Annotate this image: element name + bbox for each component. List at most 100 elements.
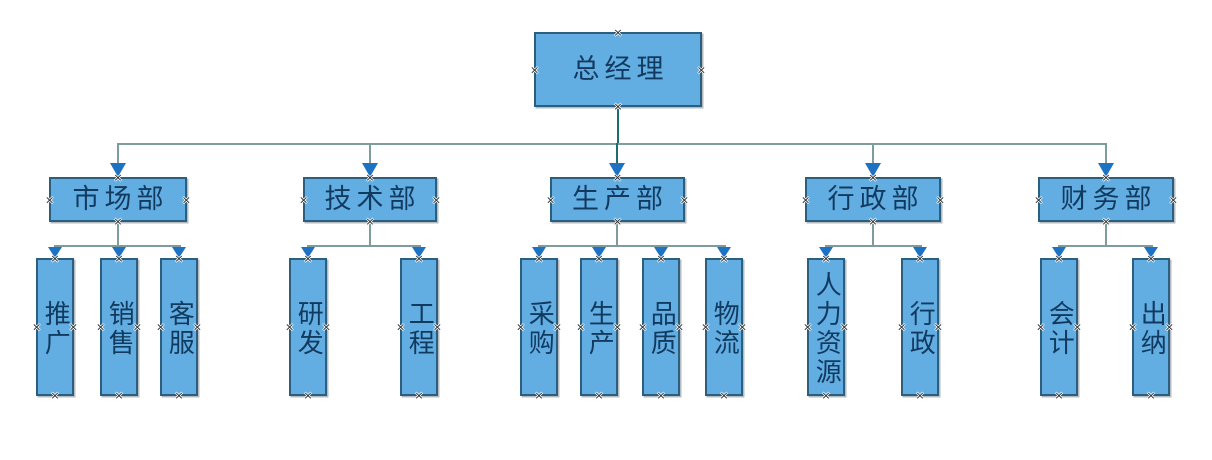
connection-point-icon[interactable]: × [674, 320, 684, 334]
connection-point-icon[interactable]: × [530, 63, 540, 76]
connection-point-icon[interactable]: × [737, 320, 747, 334]
connection-point-icon[interactable]: × [935, 193, 945, 206]
connection-point-icon[interactable]: × [868, 215, 878, 228]
connection-point-icon[interactable]: × [696, 63, 706, 76]
connection-point-icon[interactable]: × [96, 320, 106, 334]
connection-point-icon[interactable]: × [174, 389, 184, 402]
connection-point-icon[interactable]: × [32, 320, 42, 334]
arrowhead-down-icon [654, 247, 668, 258]
sub-box-sales[interactable]: 销售 ×××× [96, 253, 142, 401]
sub-box-accounting[interactable]: 会计 ×××× [1036, 253, 1082, 401]
connection-point-icon[interactable]: × [1036, 320, 1046, 334]
connection-point-icon[interactable]: × [613, 100, 623, 113]
sub-box-logistics[interactable]: 物流 ×××× [701, 253, 747, 401]
sub-box-human-resources[interactable]: 人力资源 ×××× [803, 253, 849, 401]
sub-box-label: 品质 [647, 299, 677, 358]
connection-point-icon[interactable]: × [285, 320, 295, 334]
connection-point-icon[interactable]: × [181, 193, 191, 206]
sub-box-cashier[interactable]: 出纳 ×××× [1128, 253, 1174, 401]
sub-box-production[interactable]: 生产 ×××× [576, 253, 622, 401]
sub-box-engineering[interactable]: 工程 ×××× [396, 253, 442, 401]
connection-point-icon[interactable]: × [50, 252, 60, 265]
connection-point-icon[interactable]: × [821, 252, 831, 265]
connection-point-icon[interactable]: × [1101, 171, 1111, 184]
connection-point-icon[interactable]: × [801, 193, 811, 206]
connection-point-icon[interactable]: × [638, 320, 648, 334]
connection-point-icon[interactable]: × [365, 215, 375, 228]
connection-point-icon[interactable]: × [534, 252, 544, 265]
arrowhead-down-icon [48, 247, 62, 258]
connection-point-icon[interactable]: × [839, 320, 849, 334]
sub-box-procurement[interactable]: 采购 ×××× [516, 253, 562, 401]
connection-point-icon[interactable]: × [719, 389, 729, 402]
connection-point-icon[interactable]: × [897, 320, 907, 334]
connection-point-icon[interactable]: × [114, 389, 124, 402]
connection-point-icon[interactable]: × [803, 320, 813, 334]
connection-point-icon[interactable]: × [933, 320, 943, 334]
connection-point-icon[interactable]: × [156, 320, 166, 334]
connection-point-icon[interactable]: × [719, 252, 729, 265]
connection-point-icon[interactable]: × [114, 252, 124, 265]
connection-point-icon[interactable]: × [113, 215, 123, 228]
connection-point-icon[interactable]: × [174, 252, 184, 265]
connection-point-icon[interactable]: × [612, 215, 623, 228]
connection-point-icon[interactable]: × [365, 171, 375, 184]
dept-box-label: 行政部 [827, 183, 924, 214]
connection-point-icon[interactable]: × [303, 389, 313, 402]
connection-point-icon[interactable]: × [132, 320, 142, 334]
connection-point-icon[interactable]: × [45, 193, 55, 206]
connection-point-icon[interactable]: × [1072, 320, 1082, 334]
connection-point-icon[interactable]: × [1054, 252, 1064, 265]
connection-point-icon[interactable]: × [1128, 320, 1138, 334]
sub-box-quality[interactable]: 品质 × × × × [638, 253, 684, 401]
connection-point-icon[interactable]: × [432, 320, 442, 334]
connection-point-icon[interactable]: × [656, 252, 666, 265]
dept-box-technology[interactable]: 技术部 ×××× [299, 172, 441, 227]
connection-point-icon[interactable]: × [612, 320, 622, 334]
connection-point-icon[interactable]: × [1034, 193, 1044, 206]
sub-box-customer-service[interactable]: 客服 ×××× [156, 253, 202, 401]
connection-point-icon[interactable]: × [431, 193, 441, 206]
connection-point-icon[interactable]: × [915, 389, 925, 402]
connection-point-icon[interactable]: × [414, 252, 424, 265]
connection-point-icon[interactable]: × [594, 252, 604, 265]
connection-point-icon[interactable]: × [1146, 252, 1156, 265]
connection-point-icon[interactable]: × [552, 320, 562, 334]
connection-point-icon[interactable]: × [534, 389, 544, 402]
connection-point-icon[interactable]: × [1164, 320, 1174, 334]
connection-point-icon[interactable]: × [516, 320, 526, 334]
dept-box-production[interactable]: 生产部 ×××× [546, 172, 689, 227]
connection-point-icon[interactable]: × [1101, 215, 1111, 228]
dept-box-finance[interactable]: 财务部 ×××× [1034, 172, 1178, 227]
connection-point-icon[interactable]: × [821, 389, 831, 402]
connection-point-icon[interactable]: × [546, 193, 556, 206]
connection-point-icon[interactable]: × [576, 320, 586, 334]
connection-point-icon[interactable]: × [868, 171, 878, 184]
connection-point-icon[interactable]: × [613, 26, 623, 39]
connection-point-icon[interactable]: × [679, 193, 689, 206]
connection-point-icon[interactable]: × [303, 252, 313, 265]
connection-point-icon[interactable]: × [1168, 193, 1178, 206]
arrowhead-down-icon [1144, 247, 1158, 258]
connection-point-icon[interactable]: × [656, 389, 666, 402]
connection-point-icon[interactable]: × [50, 389, 60, 402]
connection-point-icon[interactable]: × [396, 320, 406, 334]
connection-point-icon[interactable]: × [915, 252, 925, 265]
connection-point-icon[interactable]: × [414, 389, 424, 402]
connection-point-icon[interactable]: × [594, 389, 604, 402]
connection-point-icon[interactable]: × [612, 171, 623, 184]
connection-point-icon[interactable]: × [1146, 389, 1156, 402]
connection-point-icon[interactable]: × [68, 320, 78, 334]
connection-point-icon[interactable]: × [701, 320, 711, 334]
connection-point-icon[interactable]: × [321, 320, 331, 334]
connection-point-icon[interactable]: × [192, 320, 202, 334]
dept-box-marketing[interactable]: 市场部 ×××× [45, 172, 191, 227]
connection-point-icon[interactable]: × [299, 193, 309, 206]
dept-box-administration[interactable]: 行政部 × × × × [801, 172, 945, 227]
sub-box-promotion[interactable]: 推广 ×××× [32, 253, 78, 401]
sub-box-admin[interactable]: 行政 ×××× [897, 253, 943, 401]
connection-point-icon[interactable]: × [113, 171, 123, 184]
connection-point-icon[interactable]: × [1054, 389, 1064, 402]
org-box-general-manager[interactable]: 总经理 ×××× [530, 27, 706, 112]
sub-box-rnd[interactable]: 研发 ×××× [285, 253, 331, 401]
